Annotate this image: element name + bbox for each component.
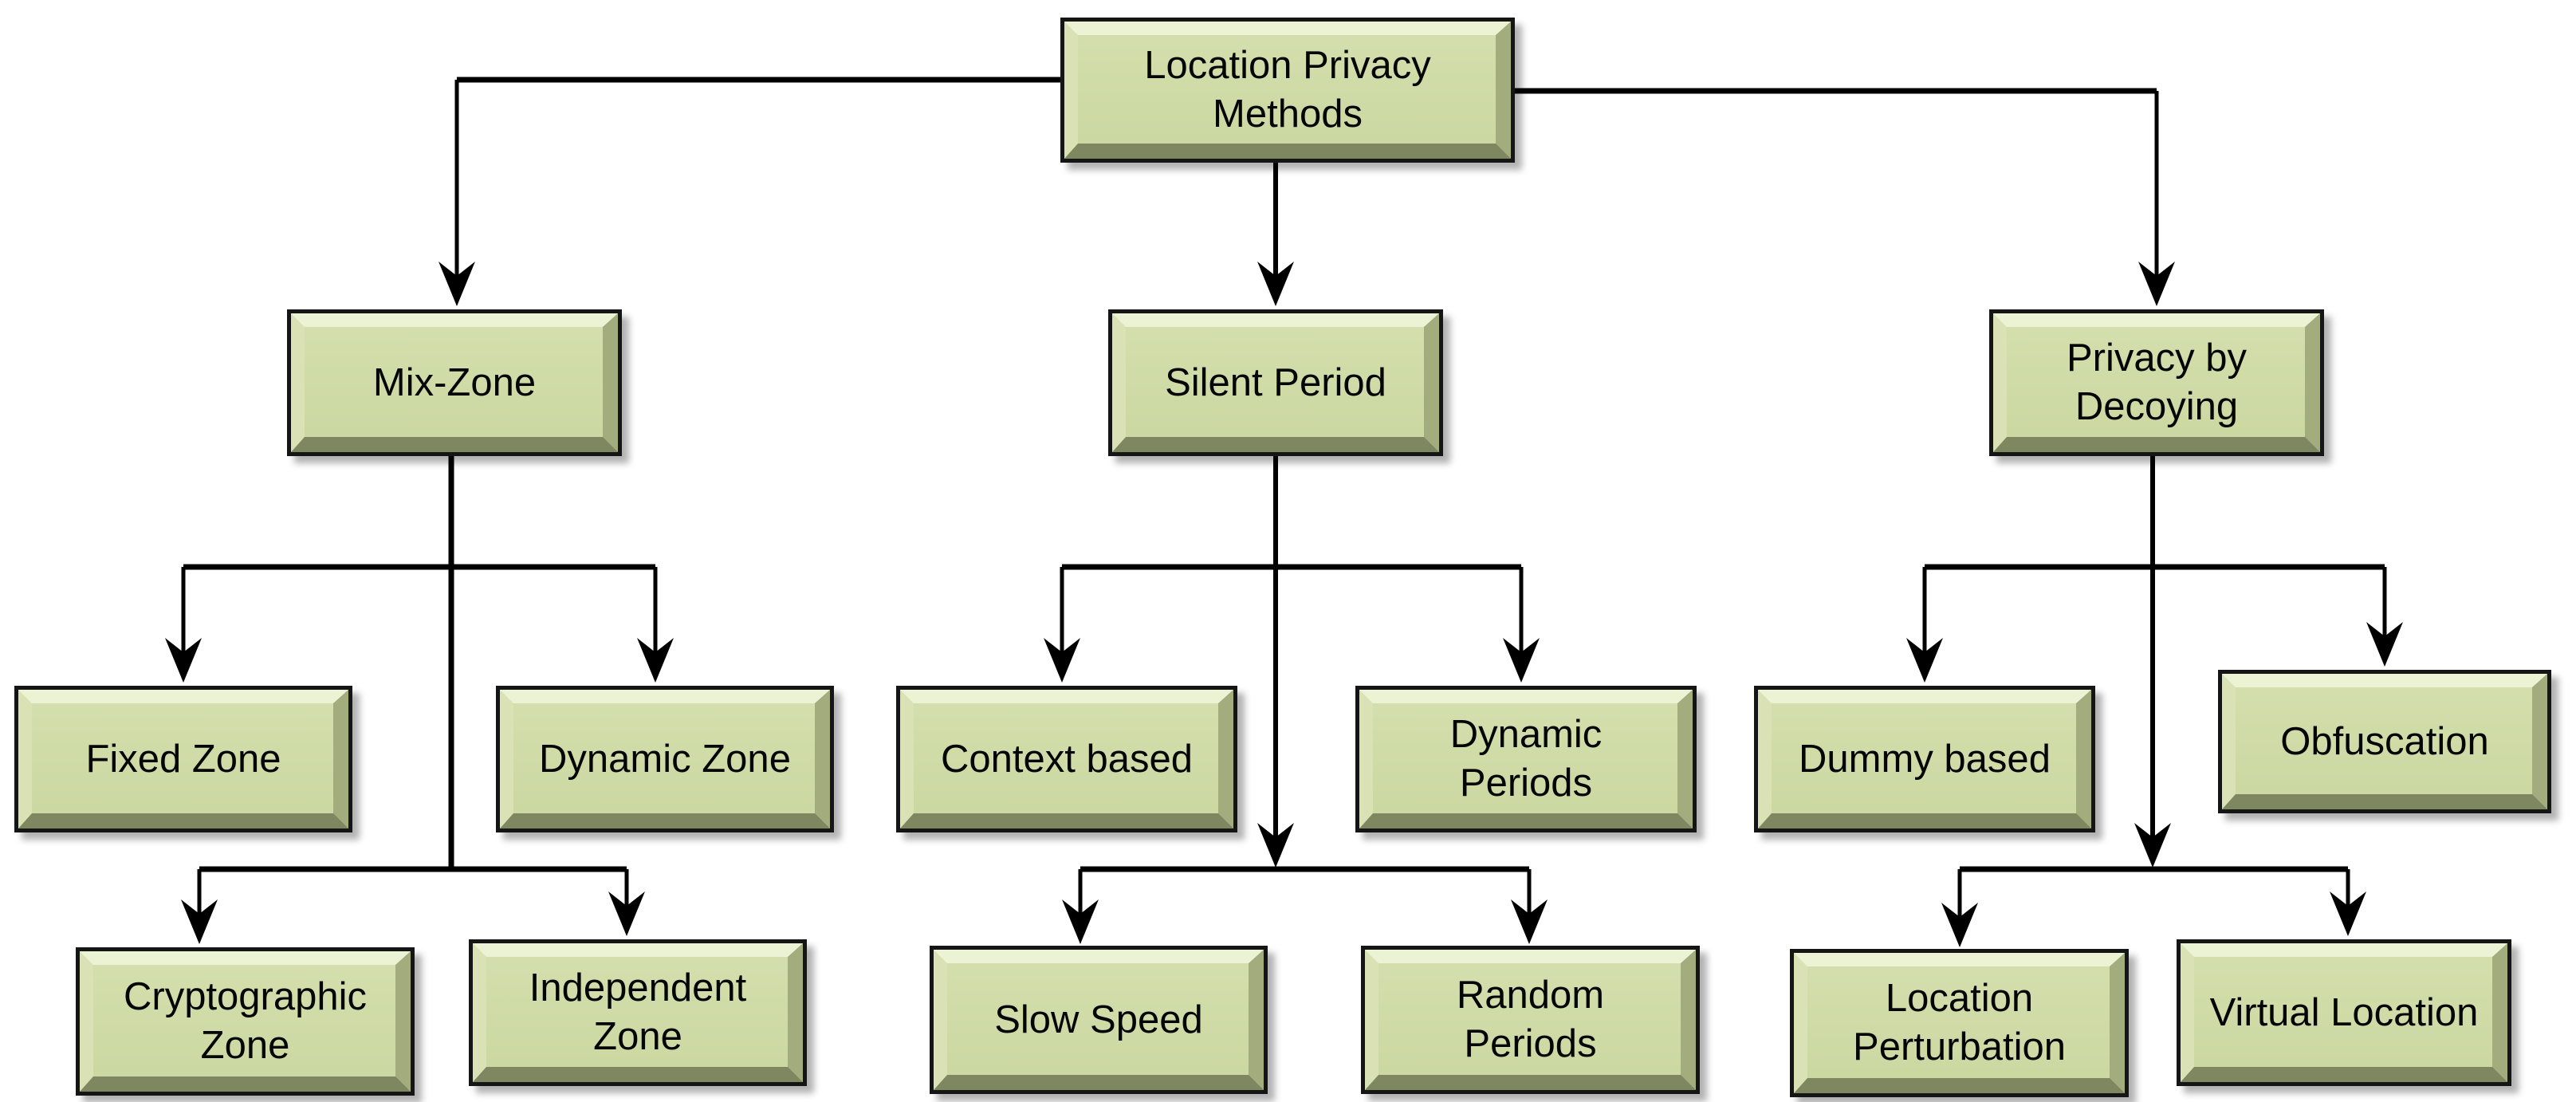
node-silent-period: Silent Period <box>1108 309 1443 456</box>
node-slow-speed: Slow Speed <box>930 946 1268 1094</box>
node-label: Privacy by Decoying <box>2066 337 2247 428</box>
node-dynamic-periods: Dynamic Periods <box>1355 686 1697 832</box>
node-label: Mix-Zone <box>372 360 537 404</box>
node-label: Fixed Zone <box>85 737 281 781</box>
node-label: Context based <box>941 737 1193 781</box>
node-dummy-based: Dummy based <box>1754 686 2095 832</box>
node-dynamic-zone: Dynamic Zone <box>496 686 834 832</box>
node-independent-zone: Independent Zone <box>469 939 807 1086</box>
node-mix-zone: Mix-Zone <box>287 309 622 456</box>
node-cryptographic-zone: Cryptographic Zone <box>76 947 415 1096</box>
node-label: Dynamic Zone <box>539 737 791 781</box>
node-label: Dummy based <box>1799 737 2051 781</box>
node-label: Location Privacy Methods <box>1144 44 1431 136</box>
node-fixed-zone: Fixed Zone <box>14 686 352 832</box>
node-obfuscation: Obfuscation <box>2218 670 2551 813</box>
node-label: Cryptographic Zone <box>123 975 368 1067</box>
node-label: Dynamic Periods <box>1449 713 1603 805</box>
node-label: Obfuscation <box>2280 719 2489 763</box>
node-context-based: Context based <box>896 686 1237 832</box>
node-label: Silent Period <box>1165 360 1386 404</box>
node-location-privacy-methods: Location Privacy Methods <box>1060 18 1515 163</box>
node-label: Location Perturbation <box>1853 977 2066 1069</box>
node-random-periods: Random Periods <box>1361 946 1700 1094</box>
node-privacy-by-decoying: Privacy by Decoying <box>1989 309 2324 456</box>
node-label: Slow Speed <box>994 998 1203 1041</box>
node-virtual-location: Virtual Location <box>2177 939 2511 1086</box>
node-label: Virtual Location <box>2209 990 2479 1034</box>
node-location-perturbation: Location Perturbation <box>1790 949 2129 1097</box>
node-label: Independent Zone <box>529 966 747 1058</box>
node-label: Random Periods <box>1456 974 1605 1065</box>
